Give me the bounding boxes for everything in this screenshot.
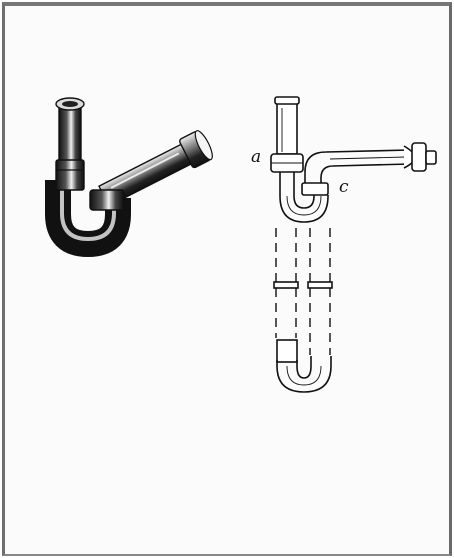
trap-cross-section-icon (270, 96, 437, 393)
bottle-trap-siphon-icon (45, 97, 213, 258)
label-a: a (251, 147, 261, 167)
label-c: c (339, 177, 349, 197)
